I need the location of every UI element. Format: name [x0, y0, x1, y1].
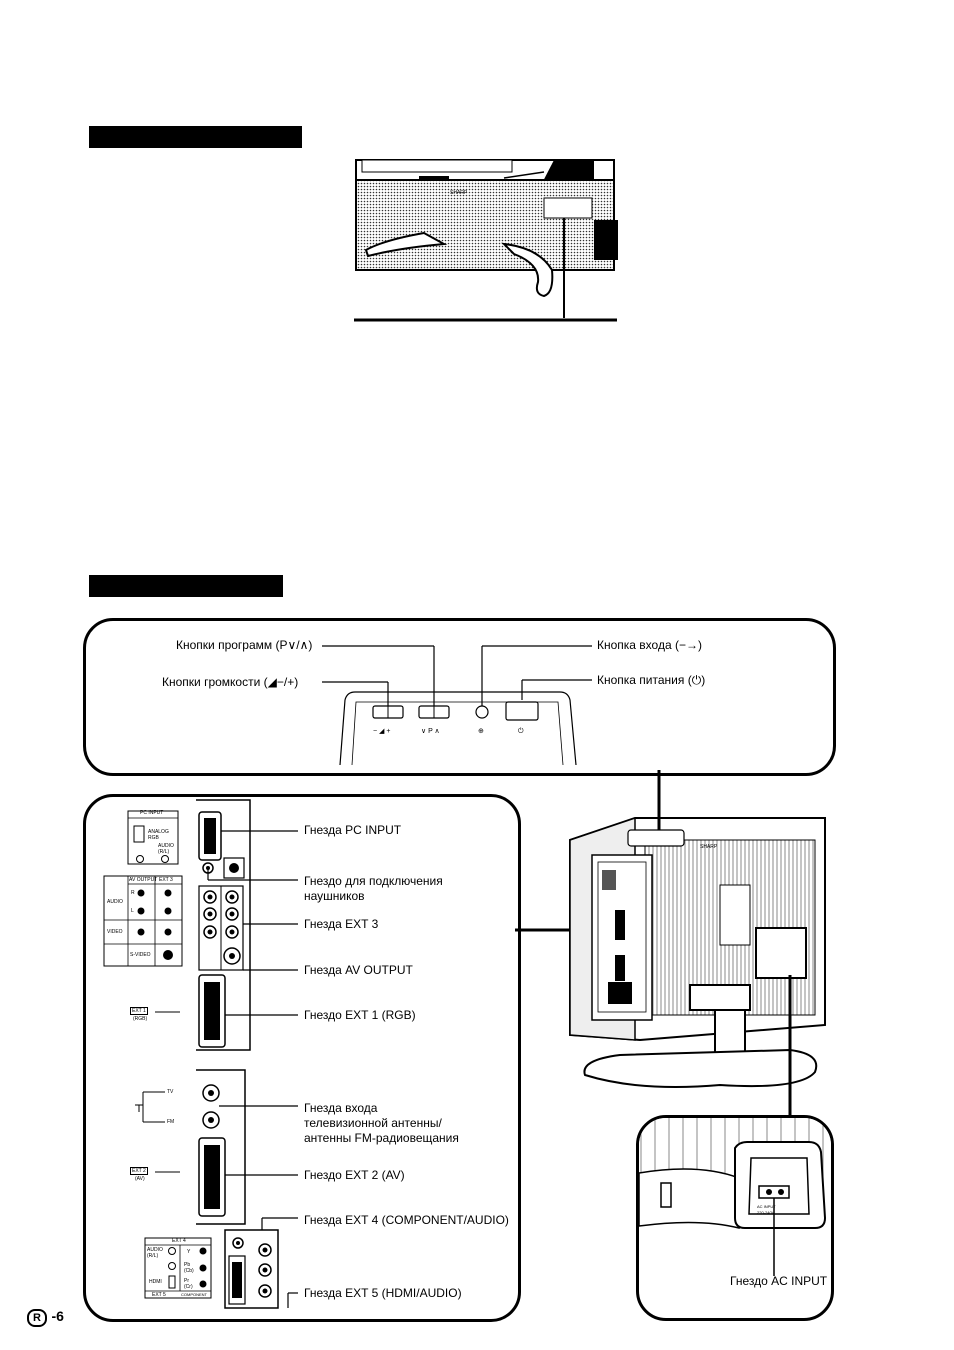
label-headphones: Гнездо для подключения наушников [304, 874, 443, 903]
volume-button-marks: − ◢ + [373, 728, 391, 735]
mark-s-video: S-VIDEO [130, 952, 151, 958]
mark-ext4: EXT 4 [172, 1238, 186, 1244]
ac-input-callout: AC INPUT 220-240V [636, 1115, 834, 1321]
tv-front-illustration: SHARP [354, 158, 619, 323]
mark-pb: Pb (Cb) [184, 1262, 194, 1274]
tv-rear-illustration: SHARP [560, 800, 832, 1115]
mark-y: Y [187, 1249, 191, 1255]
mark-av: (AV) [135, 1176, 145, 1182]
volume-buttons-label: Кнопки громкости (◢−/+) [162, 675, 299, 689]
mark-audio-rl-ext: AUDIO (R/L) [147, 1247, 163, 1259]
mark-ac-voltage: 220-240V [757, 1210, 775, 1215]
mark-video: VIDEO [107, 929, 123, 935]
section-heading-bar-rear [89, 575, 283, 597]
brand-logo: SHARP [450, 190, 468, 196]
mark-ext5: EXT 5 [152, 1292, 166, 1298]
label-ext3: Гнезда EXT 3 [304, 917, 379, 931]
mark-ext2: EXT 2 [130, 1167, 148, 1175]
page-number: R -6 [27, 1308, 64, 1327]
rear-brand-logo: SHARP [700, 844, 718, 850]
program-buttons-label: Кнопки программ (P∨/∧) [176, 638, 313, 652]
mark-rgb: (RGB) [133, 1016, 148, 1022]
mark-r: R [131, 890, 135, 896]
power-button-label: Кнопка питания (⏻) [597, 673, 706, 687]
input-button-label: Кнопка входа (−→) [597, 638, 702, 652]
region-badge: R [27, 1309, 47, 1327]
page-number-text: -6 [51, 1308, 64, 1324]
label-ext4: Гнезда EXT 4 (COMPONENT/AUDIO) [304, 1213, 509, 1227]
section-heading-bar-front [89, 126, 302, 148]
mark-ext3: EXT 3 [159, 877, 173, 883]
label-ext5: Гнезда EXT 5 (HDMI/AUDIO) [304, 1286, 462, 1300]
mark-pr: Pr (Cr) [184, 1278, 193, 1290]
mark-ac-input: AC INPUT [757, 1204, 776, 1209]
label-av-output: Гнезда AV OUTPUT [304, 963, 413, 977]
mark-component: COMPONENT [181, 1292, 207, 1297]
mark-ext1: EXT 1 [130, 1007, 148, 1015]
label-antenna: Гнезда входа телевизионной антенны/антен… [304, 1101, 459, 1145]
mark-l: L [131, 908, 134, 914]
label-ac-input: Гнездо AC INPUT [730, 1274, 828, 1288]
label-ext2: Гнездо EXT 2 (AV) [304, 1168, 405, 1182]
program-button-marks: ∨ P ∧ [421, 728, 440, 735]
mark-hdmi: HDMI [149, 1279, 162, 1285]
label-ext1: Гнездо EXT 1 (RGB) [304, 1008, 416, 1022]
mark-av-output: AV OUTPUT [129, 877, 158, 883]
mark-pc-input: PC INPUT [140, 810, 164, 816]
input-button-mark: ⊕ [478, 728, 484, 735]
power-button-mark: ⏻ [518, 728, 524, 735]
mark-audio: AUDIO [107, 899, 123, 905]
mark-tv: TV [167, 1089, 174, 1095]
mark-fm: FM [167, 1119, 175, 1125]
mark-analog-rgb: ANALOG RGB [148, 829, 169, 841]
mark-audio-rl: AUDIO (R/L) [158, 843, 174, 855]
label-pc-input: Гнезда PC INPUT [304, 823, 402, 837]
rear-terminals-callout [83, 794, 521, 1322]
